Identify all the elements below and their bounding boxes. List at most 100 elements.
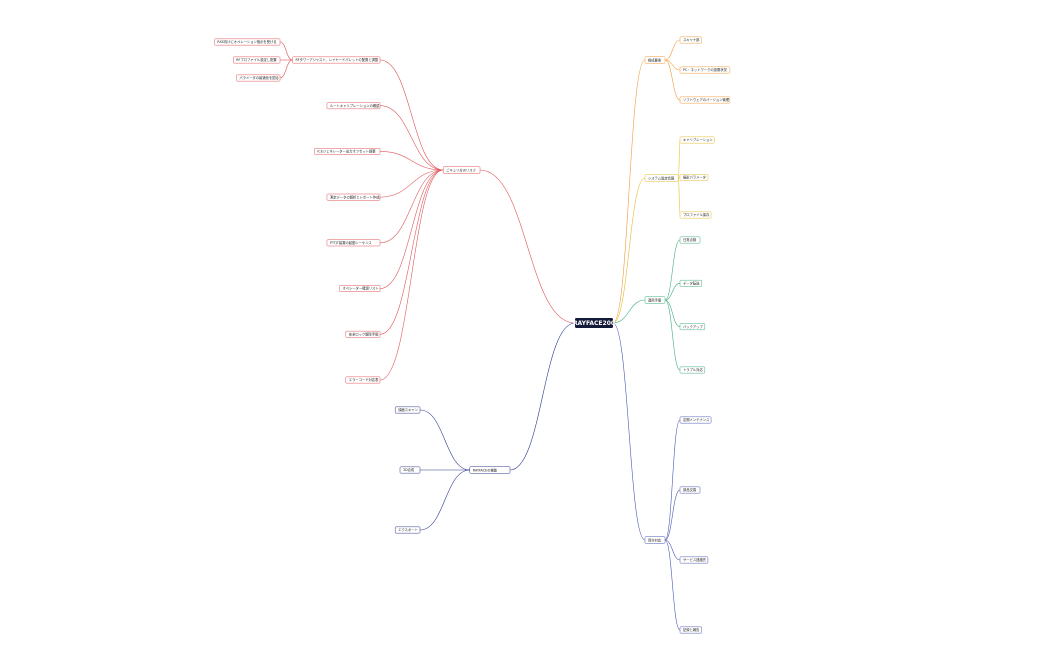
branch-navy-child-link-2 [419,469,470,531]
branch-orange-node-0[interactable]: スキャナ部 [679,36,702,44]
branch-navy-node-1[interactable]: 3D合成 [399,466,421,474]
branch-red-node-0-sub-0-label: RSS向けにオペレーション指示を受ける [217,39,276,44]
branch-red-node-1-label: ルートキャリブレーションの確認 [330,103,380,108]
branch-orange-child-link-2 [664,59,681,101]
branch-red-node-0-sub-2[interactable]: パラメータの最適化を図る [236,74,281,82]
branch-red-node-0-sub-link-0 [279,41,293,61]
branch-green-node-0[interactable]: 日常点検 [679,236,701,244]
branch-red-node-1[interactable]: ルートキャリブレーションの確認 [326,102,381,110]
branch-orange-child-link-1 [664,59,681,71]
branch-red-node-5[interactable]: オペレーター確認リスト [339,285,381,292]
branch-red-box [442,166,481,174]
branch-red-node-7-label: エラーコード対応表 [349,377,379,382]
branch-green-node-2-box [679,323,706,331]
branch-red-node-2-box [314,148,381,155]
branch-red-node-5-label: オペレーター確認リスト [343,286,379,291]
branch-red-node-6-box [345,330,381,338]
branch-yellow-node-1-box [679,174,709,181]
root-node[interactable]: RAYFACE200 [573,318,615,328]
branch-red-node-0-box [292,56,381,64]
branch-blue-node-2[interactable]: サービス連絡先 [679,556,709,564]
branch-red-node-0-sub-0-box [214,38,281,46]
branch-red-node-0-sub-0[interactable]: RSS向けにオペレーション指示を受ける [214,38,281,46]
branch-green-node-3-label: トラブル対応 [683,367,703,372]
branch-navy-node-0-label: 顔面スキャン [398,407,418,412]
branch-yellow-node-1[interactable]: 撮影パラメータ [679,174,709,181]
branch-green-node-0-box [679,236,701,244]
branch-navy-node-0[interactable]: 顔面スキャン [394,406,421,414]
branch-green-node-3[interactable]: トラブル対応 [679,366,706,374]
branch-red-child-link-2 [379,151,444,171]
branch-red-node-1-box [326,102,381,110]
branch-blue-node-1[interactable]: 部品交換 [679,486,701,494]
branch-green-label: 運用手順 [648,297,662,302]
root-node-label: RAYFACE200 [573,320,615,327]
branch-green-child-link-0 [664,239,681,301]
branch-red-child-link-0 [379,59,444,171]
branch-yellow-node-2-label: プロファイル保存 [683,212,710,217]
branch-green-node-2[interactable]: バックアップ [679,323,706,331]
branch-blue-child-link-2 [664,539,681,561]
branch-blue-child-link-1 [664,489,681,541]
branch-yellow-node-2[interactable]: プロファイル保存 [679,211,712,219]
branch-link-green [612,299,646,324]
branch-red-node-2-label: ICEジェネレーター出力オフセット調整 [317,149,376,154]
branch-blue-node-0[interactable]: 定期メンテナンス [679,416,712,424]
branch-red-node-3-label: 測定データの解析とレポート作成 [330,194,380,199]
branch-link-blue [612,322,646,541]
branch-green-node-1-label: データ転送 [683,280,700,285]
branch-red-child-link-6 [379,169,444,335]
branch-yellow[interactable]: システム設定情報 [644,174,679,182]
branch-red-node-2[interactable]: ICEジェネレーター出力オフセット調整 [314,148,381,155]
branch-orange-node-0-box [679,36,702,44]
branch-red-node-0-label: RFタワーアジャスト、レイヤードパレットの配置と調整 [295,57,378,62]
branch-orange-node-2[interactable]: ソフトウェアのバージョン管理 [679,96,731,104]
branch-red-child-link-4 [379,169,444,244]
branch-red-node-0-sub-2-label: パラメータの最適化を図る [239,75,278,80]
branch-green[interactable]: 運用手順 [644,296,666,304]
link-layer [279,39,681,631]
branch-green-node-1[interactable]: データ転送 [679,279,702,287]
branch-red-node-4[interactable]: PTTJT装置の起動シーケンス [326,239,381,247]
branch-navy-node-2[interactable]: エクスポート [394,526,421,534]
branch-red[interactable]: ごキュリ方のリスク [442,166,481,174]
branch-navy[interactable]: RAYFACEの機能 [469,466,511,474]
branch-blue-child-link-3 [664,539,681,631]
branch-red-child-link-7 [379,169,444,381]
branch-navy-node-1-label: 3D合成 [403,467,415,472]
branch-red-label: ごキュリ方のリスク [446,167,476,172]
branch-red-node-0-sub-1-label: RFプロファイル設定し配置 [236,57,277,62]
branch-orange-node-1-box [679,66,731,74]
branch-yellow-node-1-label: 撮影パラメータ [683,175,706,180]
branch-orange-box [644,56,666,64]
branch-yellow-node-0-box [679,136,715,144]
branch-red-node-0-sub-1-box [232,56,281,64]
branch-orange-node-2-label: ソフトウェアのバージョン管理 [683,97,730,102]
branch-orange-label: 構成要素 [648,57,662,62]
branch-red-node-0[interactable]: RFタワーアジャスト、レイヤードパレットの配置と調整 [292,56,381,64]
branch-red-child-link-1 [379,105,444,171]
branch-red-node-0-sub-1[interactable]: RFプロファイル設定し配置 [232,56,281,64]
branch-blue-node-3-box [679,626,702,634]
branch-orange-node-1-label: PC・ネットワークの設置状況 [683,67,728,72]
branch-red-node-3[interactable]: 測定データの解析とレポート作成 [326,193,381,201]
branch-yellow-child-link-0 [678,139,681,179]
branch-yellow-child-link-2 [678,177,681,216]
branch-navy-node-2-label: エクスポート [398,527,418,532]
branch-blue[interactable]: 保守対応 [644,536,666,544]
root-node-box [575,318,613,328]
branch-red-node-6[interactable]: 安全ロック解除手順 [345,330,381,338]
branch-orange[interactable]: 構成要素 [644,56,666,64]
branch-blue-node-3[interactable]: 記録と報告 [679,626,702,634]
branch-yellow-node-0[interactable]: キャリブレーション [679,136,715,144]
branch-link-yellow [612,177,646,324]
branch-blue-node-0-box [679,416,712,424]
branch-red-node-6-label: 安全ロック解除手順 [349,331,379,336]
branch-blue-node-1-box [679,486,701,494]
branch-orange-node-1[interactable]: PC・ネットワークの設置状況 [679,66,731,74]
branch-orange-node-0-label: スキャナ部 [683,37,700,42]
branch-navy-node-2-box [394,526,421,534]
branch-red-node-7[interactable]: エラーコード対応表 [345,376,381,384]
branch-yellow-label: システム設定情報 [648,175,675,180]
